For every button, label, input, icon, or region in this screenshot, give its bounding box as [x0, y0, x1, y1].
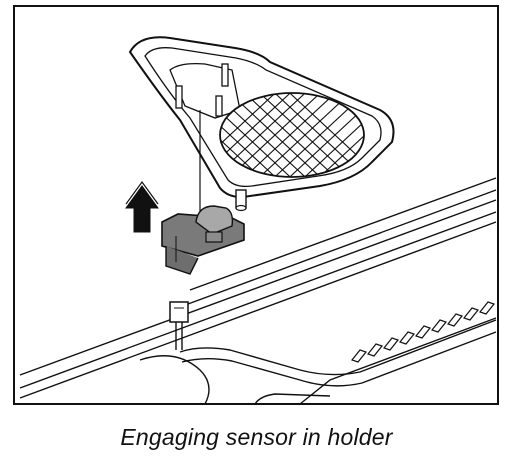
installation-illustration	[13, 5, 499, 405]
dashboard-panel	[19, 177, 497, 405]
figure-caption: Engaging sensor in holder	[120, 424, 393, 450]
vent-slots	[350, 301, 496, 363]
up-arrow-icon	[125, 180, 159, 233]
speaker-grille	[219, 92, 365, 178]
light-sensor	[161, 205, 245, 275]
connector-plug	[139, 301, 210, 405]
